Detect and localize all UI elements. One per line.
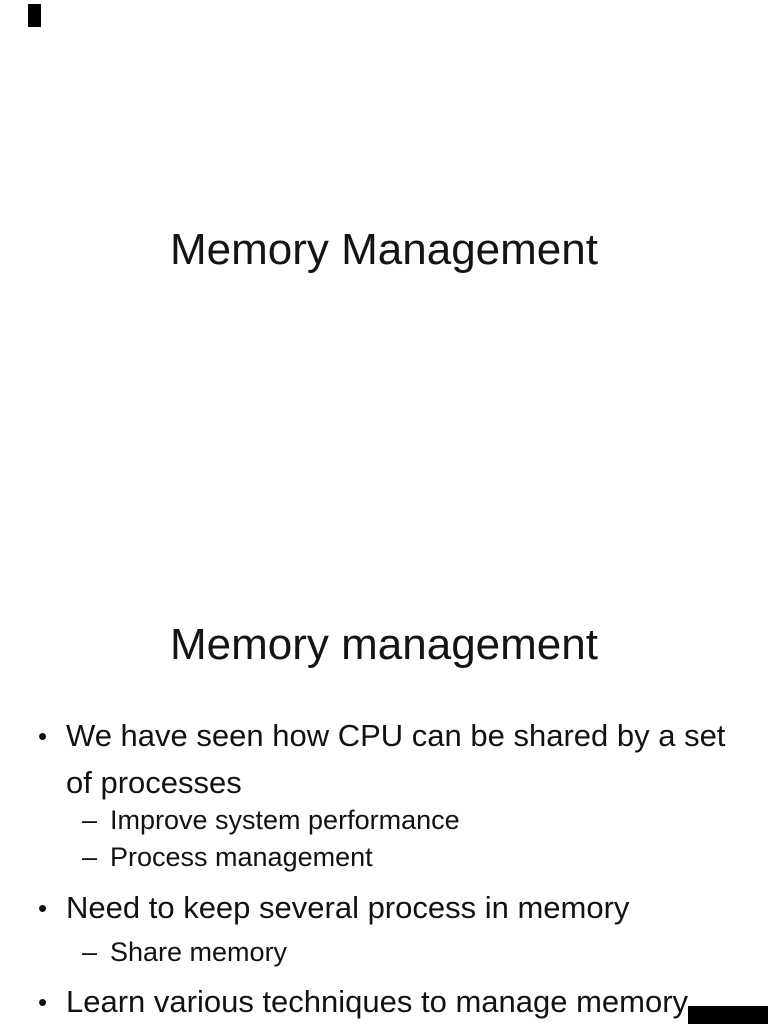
bullet-dot-icon: • <box>38 893 48 923</box>
bullet-text: of processes <box>66 765 242 800</box>
dash-bullet-icon: – <box>82 937 98 967</box>
page-edge-artifact-top-left <box>28 4 41 27</box>
slide2-title: Memory management <box>170 620 598 669</box>
dash-bullet-icon: – <box>82 805 98 835</box>
dash-bullet-icon: – <box>82 842 98 872</box>
bullet-text: Need to keep several process in memory <box>66 890 630 925</box>
page-edge-artifact-bottom-right <box>688 1006 768 1024</box>
sub-bullet-text: Process management <box>110 842 373 872</box>
bullet-text: We have seen how CPU can be shared by a … <box>66 718 726 753</box>
slide1-title: Memory Management <box>170 225 598 274</box>
bullet-dot-icon: • <box>38 721 48 751</box>
sub-bullet-text: Share memory <box>110 937 288 967</box>
sub-bullet-text: Improve system performance <box>110 805 460 835</box>
bullet-text: Learn various techniques to manage memor… <box>66 984 689 1019</box>
bullet-dot-icon: • <box>38 987 48 1017</box>
